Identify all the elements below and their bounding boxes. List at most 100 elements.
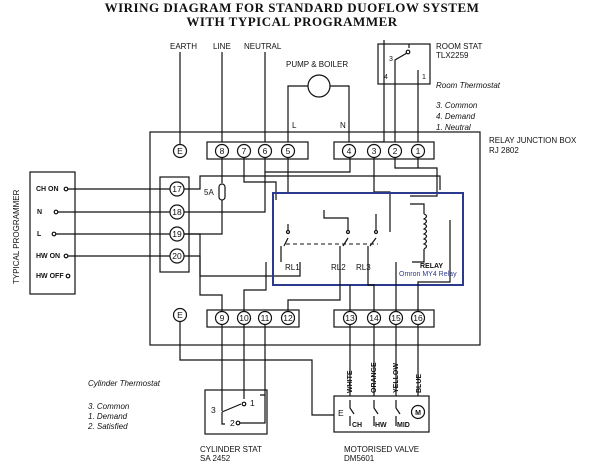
room-stat-title: ROOM STAT [436, 42, 482, 51]
wire-n-18 [184, 172, 266, 213]
wire-relay-10 [243, 262, 267, 311]
rl1-contact [280, 224, 289, 262]
programmer-row-hw-on: HW ON [36, 253, 60, 260]
cylinder-stat-contact-2 [235, 420, 241, 426]
svg-text:10: 10 [239, 313, 249, 323]
bottom-terminal-16: 16 [410, 310, 426, 326]
programmer-title: TYPICAL PROGRAMMER [12, 189, 21, 284]
cylinder-stat-model: SA 2452 [200, 454, 231, 463]
valve-wire-blue: BLUE [416, 374, 423, 393]
rl2-node [345, 229, 351, 235]
cylinder-stat-terminal-1: 1 [250, 398, 255, 408]
earth-terminal-top [172, 143, 188, 159]
valve-title: MOTORISED VALVE [344, 445, 419, 454]
wire-t1-coil [410, 167, 438, 197]
wire-relay-16 [417, 220, 451, 311]
svg-text:2: 2 [393, 146, 398, 156]
pump-n-label: N [340, 121, 346, 130]
rl1-label: RL1 [285, 263, 300, 272]
room-stat-terminal-4: 4 [384, 74, 388, 81]
top-terminal-7: 7 [236, 143, 252, 159]
wire-17-relay [184, 175, 441, 190]
prog-terminal-18: 18 [169, 204, 185, 220]
svg-text:20: 20 [172, 251, 182, 261]
top-terminal-5: 5 [280, 143, 296, 159]
rl3-label: RL3 [356, 263, 371, 272]
wire-19-bottom [184, 233, 223, 311]
wire-20-relay [184, 255, 301, 277]
relay-coil-leads [410, 203, 425, 263]
bottom-terminal-11: 11 [257, 310, 273, 326]
programmer-row-n: N [37, 209, 42, 216]
valve-model: DM5601 [344, 454, 375, 463]
cylinder-stat-caption: Cylinder Thermostat [88, 379, 161, 388]
cylinder-stat-legend-2: 1. Demand [88, 412, 128, 421]
cylinder-stat-legend-3: 2. Satisfied [87, 422, 128, 431]
room-stat-contact [405, 49, 411, 55]
pump-l-label: L [292, 121, 297, 130]
programmer-node-4 [63, 253, 69, 259]
rl3-node [373, 229, 379, 235]
valve-switches [349, 400, 401, 426]
wire-t2-down [394, 158, 419, 169]
bottom-terminal-15: 15 [388, 310, 404, 326]
svg-text:14: 14 [369, 313, 379, 323]
relay-brand-label: Omron MY4 Relay [399, 271, 457, 278]
top-terminal-8: 8 [214, 143, 230, 159]
wire-relay-14 [367, 262, 375, 311]
rl1-node [285, 229, 291, 235]
prog-terminal-17: 17 [169, 181, 185, 197]
rl2-contact [323, 210, 349, 262]
wire-earth-valve [179, 322, 334, 416]
room-stat-legend-3: 1. Neutral [436, 123, 471, 132]
fuse-output-wire [184, 200, 223, 235]
svg-text:6: 6 [263, 146, 268, 156]
valve-motor [410, 404, 426, 420]
wire-t7-down [243, 158, 277, 200]
svg-text:13: 13 [345, 313, 355, 323]
programmer-row-ch-on: CH ON [36, 186, 59, 193]
bottom-terminal-12: 12 [280, 310, 296, 326]
top-terminal-4: 4 [341, 143, 357, 159]
cylinder-stat-title: CYLINDER STAT [200, 445, 262, 454]
room-stat-box [377, 43, 431, 85]
relay-coil-label: RELAY [420, 263, 443, 270]
programmer-node-1 [63, 186, 69, 192]
rl2-label: RL2 [331, 263, 346, 272]
prog-terminal-19: 19 [169, 226, 185, 242]
prog-terminal-20: 20 [169, 248, 185, 264]
fuse-label: 5A [204, 188, 214, 197]
svg-text:17: 17 [172, 184, 182, 194]
top-right-terminal-strip [333, 141, 435, 160]
wire-relay-12 [287, 262, 341, 311]
room-stat-caption: Room Thermostat [436, 81, 501, 90]
programmer-node-2 [53, 209, 59, 215]
programmer-node-5 [65, 273, 71, 279]
cylinder-stat-terminal-3: 3 [211, 405, 216, 415]
relay-coil [422, 213, 428, 250]
programmer-row-l: L [37, 231, 42, 238]
room-stat-terminal-1: 1 [422, 74, 426, 81]
line-label: LINE [213, 42, 231, 51]
earth-terminal-top-label: E [177, 146, 183, 156]
programmer-node-3 [51, 231, 57, 237]
bottom-terminal-10: 10 [236, 310, 252, 326]
top-terminal-3: 3 [366, 143, 382, 159]
cylinder-stat-terminal-2: 2 [230, 418, 235, 428]
rl3-contact [367, 214, 377, 262]
svg-text:5: 5 [286, 146, 291, 156]
bottom-right-terminal-strip [333, 309, 435, 328]
top-terminal-1: 1 [410, 143, 426, 159]
cylinder-stat-contact-1 [241, 401, 247, 407]
valve-terminal-mid: MID [397, 422, 410, 429]
programmer-row-hw-off: HW OFF [36, 273, 64, 280]
fuse-symbol [218, 183, 226, 201]
pump-n-wire [330, 85, 350, 145]
svg-text:7: 7 [242, 146, 247, 156]
svg-text:19: 19 [172, 229, 182, 239]
room-stat-terminal-3: 3 [389, 56, 393, 63]
bottom-terminal-13: 13 [342, 310, 358, 326]
svg-text:1: 1 [416, 146, 421, 156]
room-stat-switch [394, 44, 410, 70]
